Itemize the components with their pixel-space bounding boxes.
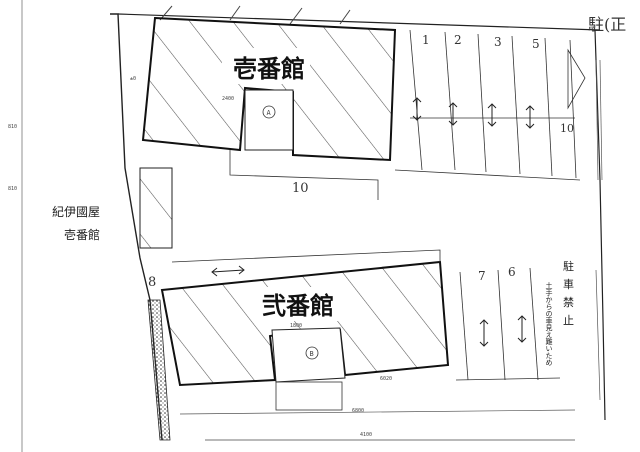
building-niban-label: 弐番館 [262, 292, 334, 320]
parking-grid-top [394, 29, 581, 181]
notice-char-3: 禁 [563, 296, 574, 309]
notice-char-1: 駐 [563, 259, 574, 273]
parking-num-3: 3 [494, 35, 502, 49]
corner-triangle [567, 48, 586, 110]
parking-num-5: 5 [532, 37, 540, 51]
site-boundary-top [117, 13, 601, 31]
parking-grid-lower [455, 267, 561, 381]
double-arrow-mid [211, 265, 245, 277]
dimension-mark: 2400 [222, 96, 234, 102]
dimension-mark: 6800 [352, 408, 364, 414]
parking-num-left: 8 [148, 275, 156, 290]
entrance-a-area [244, 89, 294, 151]
header-scribble: 駐(正 [588, 15, 626, 34]
niban-step [275, 381, 343, 411]
notice-char-2: 車 [563, 277, 574, 291]
dimension-mark: ±0 [130, 76, 136, 82]
entrance-a-label: A [267, 109, 272, 117]
parking-num-1: 1 [422, 33, 430, 47]
bottom-line-2 [179, 409, 576, 415]
neighbor-line-1: 紀伊國屋 [52, 205, 100, 219]
road-right [595, 59, 603, 401]
scale-mark: 810 [8, 186, 17, 192]
parking-num-under-ichiban: 10 [292, 181, 309, 196]
entrance-b-area [271, 327, 346, 383]
dimension-mark: 4100 [360, 432, 372, 438]
left-hatched-box [139, 167, 173, 249]
neighbor-line-2: 壱番館 [64, 227, 100, 242]
parking-num-10: 10 [560, 122, 574, 135]
vertical-arrows-lower [479, 315, 527, 347]
dimension-mark: 6020 [380, 376, 392, 382]
notice-subtext: 土手からの車見え難いため [545, 281, 553, 366]
wall-strip [147, 299, 171, 441]
parking-num-2: 2 [454, 33, 462, 47]
entrance-b-label: B [310, 350, 314, 358]
notice-char-4: 止 [563, 314, 574, 327]
building-niban-white [258, 287, 348, 321]
dimension-mark: 1800 [290, 323, 302, 329]
entrance-a-circle [262, 105, 276, 119]
vertical-arrows-top [412, 97, 535, 129]
area-under-ichiban [229, 150, 379, 200]
building-ichiban-label: 壱番館 [233, 55, 305, 83]
parking-num-6: 6 [508, 265, 516, 279]
no-parking-notice: 駐 車 禁 止 土手からの車見え難いため [545, 259, 574, 366]
mid-parking-outline [171, 249, 441, 263]
site-boundary-right [594, 29, 606, 421]
scale-mark: 810 [8, 124, 17, 130]
entrance-b-circle [305, 346, 319, 360]
building-ichiban-white [222, 48, 310, 84]
parking-num-7: 7 [478, 269, 486, 283]
